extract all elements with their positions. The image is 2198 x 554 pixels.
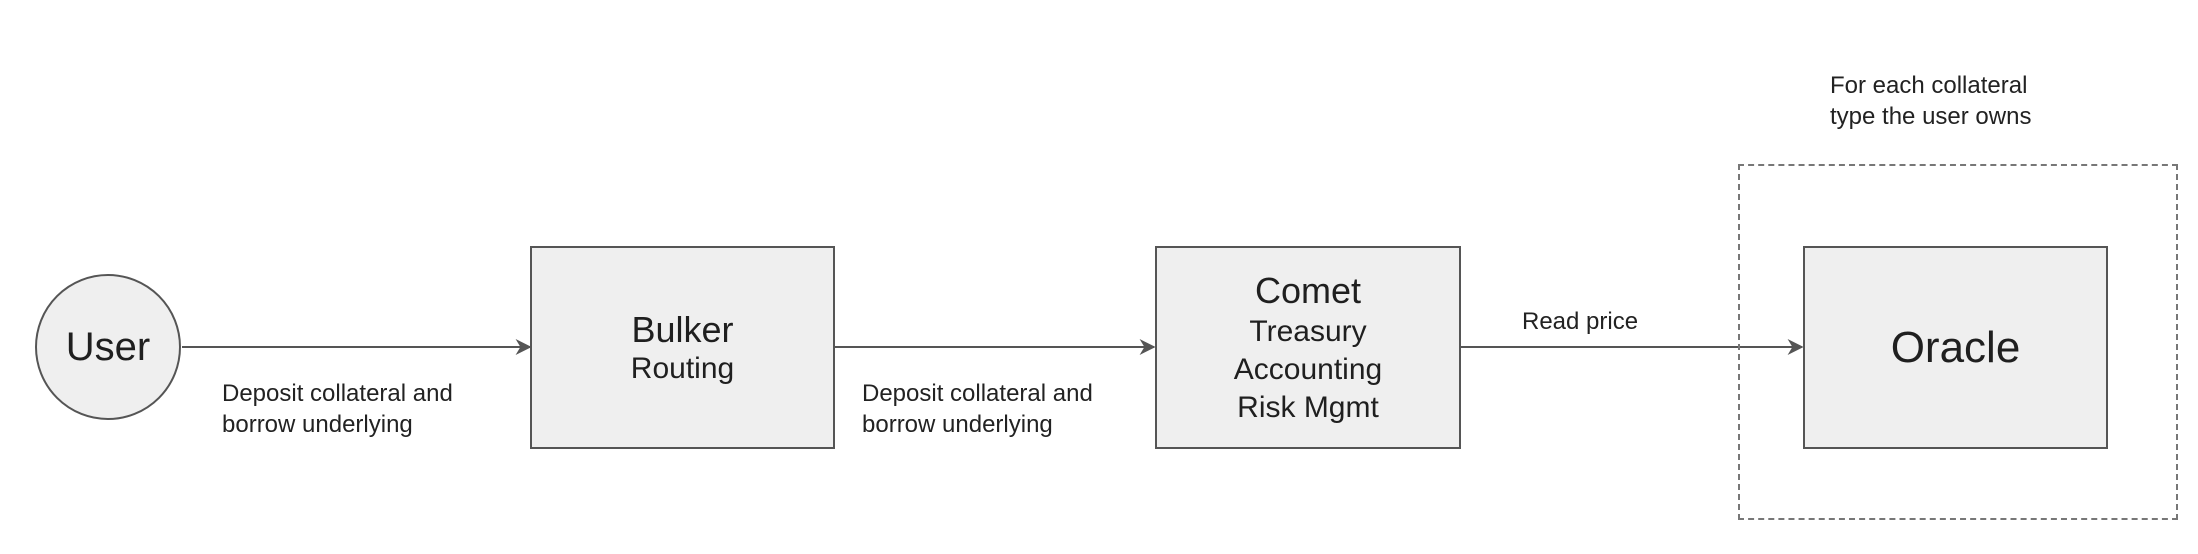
- user-node: User: [35, 274, 181, 420]
- comet-node-title: Comet: [1254, 269, 1362, 311]
- edge-label-bulker-to-comet-line-2: borrow underlying: [862, 411, 1053, 438]
- edge-label-user-to-bulker-line-2: borrow underlying: [222, 411, 413, 438]
- comet-node-line-accounting: Accounting: [1233, 352, 1383, 386]
- group-label-line-2: type the user owns: [1830, 103, 2032, 130]
- edge-label-user-to-bulker-line-1: Deposit collateral and: [222, 380, 453, 407]
- oracle-node-label: Oracle: [1890, 322, 2021, 372]
- oracle-node: Oracle: [1803, 246, 2108, 449]
- edge-label-user-to-bulker: Deposit collateral and borrow underlying: [222, 378, 453, 440]
- bulker-node-subtitle: Routing: [630, 351, 735, 385]
- comet-node: Comet Treasury Accounting Risk Mgmt: [1155, 246, 1461, 449]
- edge-label-bulker-to-comet: Deposit collateral and borrow underlying: [862, 378, 1093, 440]
- edge-label-bulker-to-comet-line-1: Deposit collateral and: [862, 380, 1093, 407]
- group-label-line-1: For each collateral: [1830, 72, 2028, 99]
- comet-node-line-risk: Risk Mgmt: [1237, 390, 1379, 424]
- bulker-node-title: Bulker: [631, 308, 734, 350]
- collateral-group-boundary: [1738, 164, 2178, 520]
- edge-label-comet-to-oracle: Read price: [1522, 308, 1639, 335]
- user-node-label: User: [65, 325, 151, 369]
- group-label: For each collateral type the user owns: [1830, 70, 2031, 132]
- bulker-node: Bulker Routing: [530, 246, 835, 449]
- comet-node-line-treasury: Treasury: [1249, 314, 1367, 348]
